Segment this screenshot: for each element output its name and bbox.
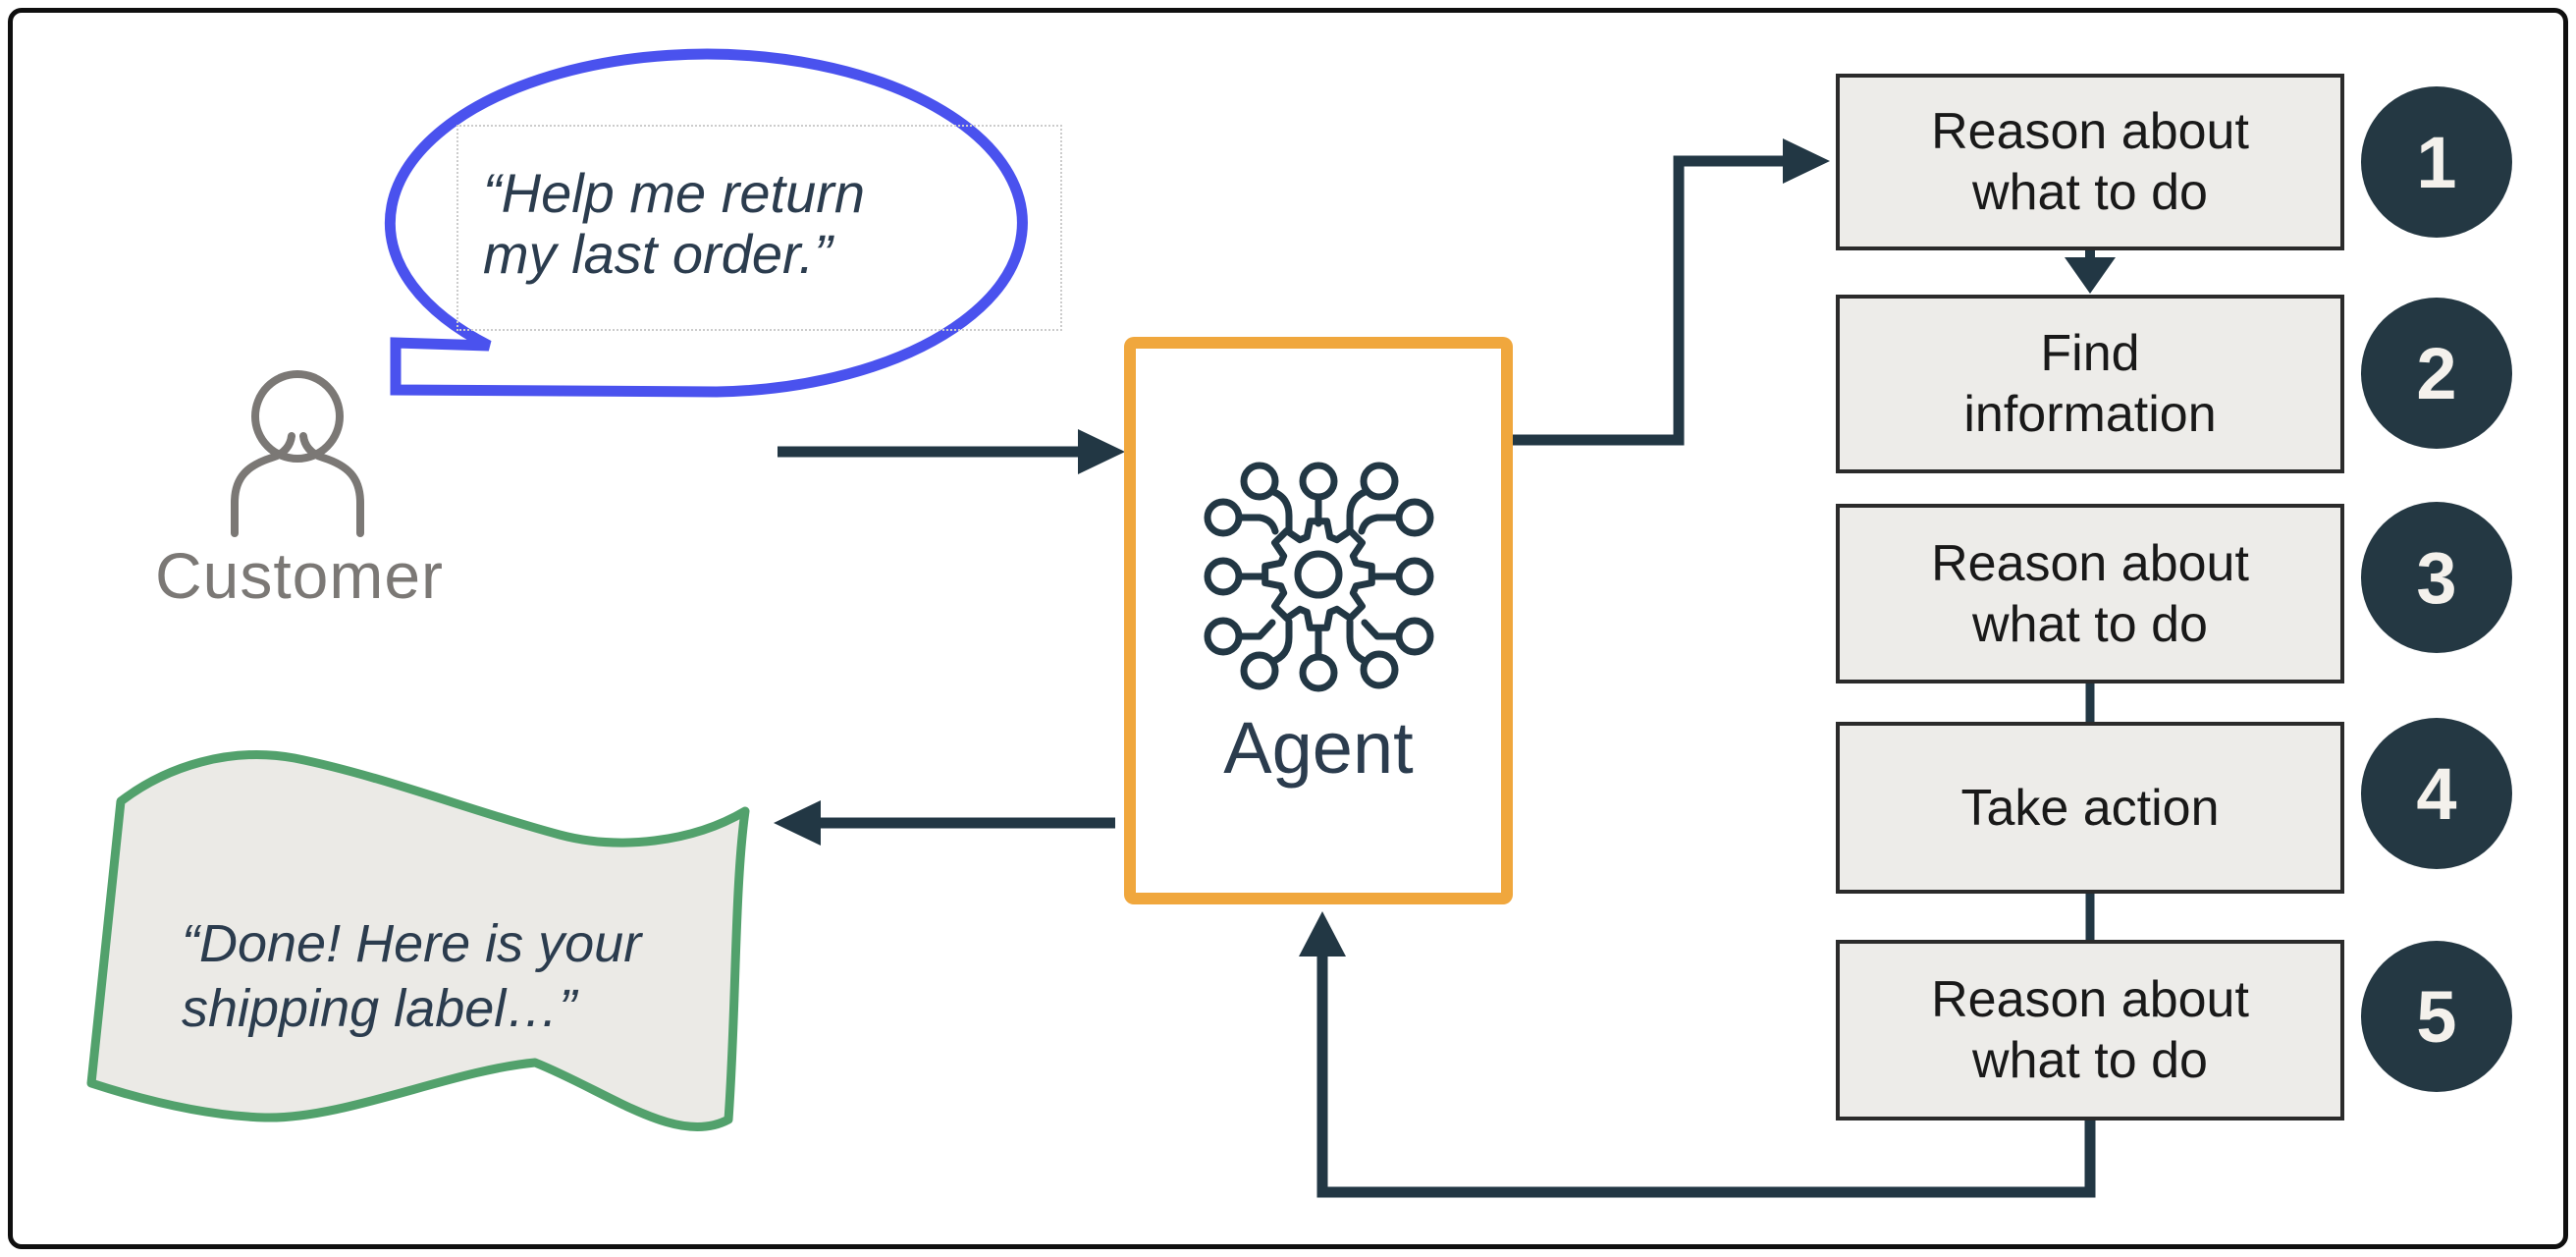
agent-circuit-gear-icon	[1204, 462, 1434, 692]
agent-label: Agent	[1223, 707, 1414, 789]
bubble-text-dotted-outline	[456, 125, 1062, 331]
step-box-5: Reason about what to do	[1836, 940, 2344, 1120]
shipping-label-banner	[86, 750, 750, 1132]
arrow-agent-to-customer	[774, 800, 1115, 846]
arrow-loop-to-agent	[1299, 911, 2096, 1198]
arrow-customer-to-agent	[778, 429, 1125, 474]
step-box-3: Reason about what to do	[1836, 504, 2344, 683]
customer-request-text: “Help me return my last order.”	[483, 162, 866, 285]
step-number-badge-2: 2	[2361, 298, 2512, 449]
step-number-badge-1: 1	[2361, 86, 2512, 238]
step-box-2: Find information	[1836, 295, 2344, 473]
step-box-1: Reason about what to do	[1836, 74, 2344, 250]
step-number-badge-4: 4	[2361, 718, 2512, 869]
step-number-badge-5: 5	[2361, 941, 2512, 1092]
customer-icon	[231, 370, 364, 537]
agent-response-text: “Done! Here is your shipping label…”	[182, 914, 642, 1038]
arrow-step-1-to-2	[2065, 250, 2116, 294]
step-box-4: Take action	[1836, 722, 2344, 894]
step-number-badge-3: 3	[2361, 502, 2512, 653]
speech-bubble	[384, 48, 1028, 398]
agent-box	[1124, 337, 1513, 904]
customer-label: Customer	[154, 539, 445, 612]
arrow-agent-to-step-1	[1512, 138, 1830, 446]
